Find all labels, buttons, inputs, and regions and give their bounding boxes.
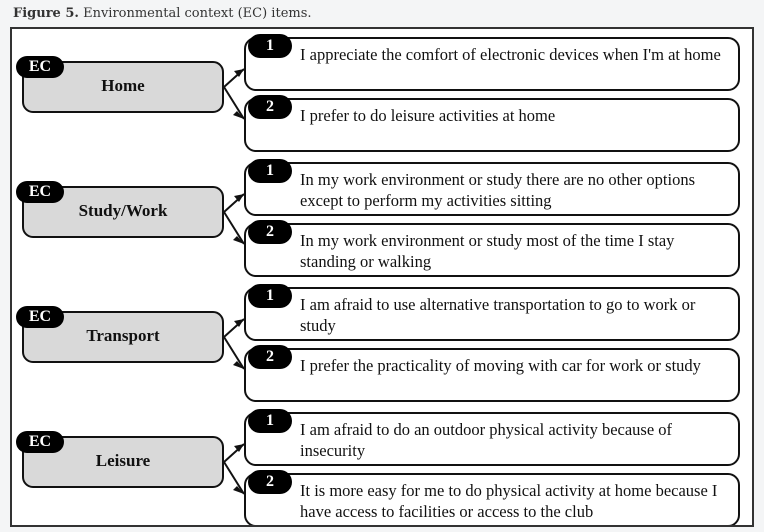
- item-box: I prefer the practicality of moving with…: [244, 348, 740, 402]
- item-box: In my work environment or study there ar…: [244, 162, 740, 216]
- item-text: In my work environment or study there ar…: [300, 170, 695, 210]
- item-text: I appreciate the comfort of electronic d…: [300, 45, 721, 64]
- category-box: Study/Work: [22, 186, 224, 238]
- item-box: In my work environment or study most of …: [244, 223, 740, 277]
- category-label: Home: [101, 76, 145, 95]
- figure-caption-label: Figure 5.: [13, 6, 79, 21]
- group-transport: Transport EC I am afraid to use alternat…: [12, 281, 752, 406]
- ec-badge: EC: [16, 306, 64, 328]
- item-box: I am afraid to do an outdoor physical ac…: [244, 412, 740, 466]
- ec-badge: EC: [16, 56, 64, 78]
- group-arrows: [223, 193, 245, 245]
- figure-caption: Figure 5. Environmental context (EC) ite…: [13, 6, 312, 21]
- item-text: It is more easy for me to do physical ac…: [300, 481, 718, 521]
- item-number-badge: 2: [248, 220, 292, 244]
- ec-items-diagram: Home EC I appreciate the comfort of elec…: [10, 27, 754, 527]
- item-box: It is more easy for me to do physical ac…: [244, 473, 740, 525]
- category-label: Transport: [86, 326, 160, 345]
- item-text: I prefer to do leisure activities at hom…: [300, 106, 556, 125]
- group-study-work: Study/Work EC In my work environment or …: [12, 156, 752, 281]
- group-arrows: [223, 68, 245, 120]
- item-number-badge: 2: [248, 95, 292, 119]
- category-label: Study/Work: [78, 201, 168, 220]
- item-text: In my work environment or study most of …: [300, 231, 675, 271]
- group-arrows: [223, 318, 245, 370]
- category-label: Leisure: [95, 451, 151, 470]
- group-arrows: [223, 443, 245, 495]
- item-text: I am afraid to use alternative transport…: [300, 295, 696, 335]
- item-text: I prefer the practicality of moving with…: [300, 356, 701, 375]
- figure-caption-text: Environmental context (EC) items.: [83, 6, 312, 21]
- category-box: Leisure: [22, 436, 224, 488]
- ec-badge: EC: [16, 431, 64, 453]
- item-text: I am afraid to do an outdoor physical ac…: [300, 420, 673, 460]
- item-number-badge: 1: [248, 34, 292, 58]
- group-home: Home EC I appreciate the comfort of elec…: [12, 31, 752, 156]
- item-number-badge: 2: [248, 470, 292, 494]
- item-number-badge: 2: [248, 345, 292, 369]
- item-number-badge: 1: [248, 284, 292, 308]
- item-box: I appreciate the comfort of electronic d…: [244, 37, 740, 91]
- group-leisure: Leisure EC I am afraid to do an outdoor …: [12, 406, 752, 525]
- item-number-badge: 1: [248, 409, 292, 433]
- ec-badge: EC: [16, 181, 64, 203]
- item-box: I am afraid to use alternative transport…: [244, 287, 740, 341]
- item-box: I prefer to do leisure activities at hom…: [244, 98, 740, 152]
- item-number-badge: 1: [248, 159, 292, 183]
